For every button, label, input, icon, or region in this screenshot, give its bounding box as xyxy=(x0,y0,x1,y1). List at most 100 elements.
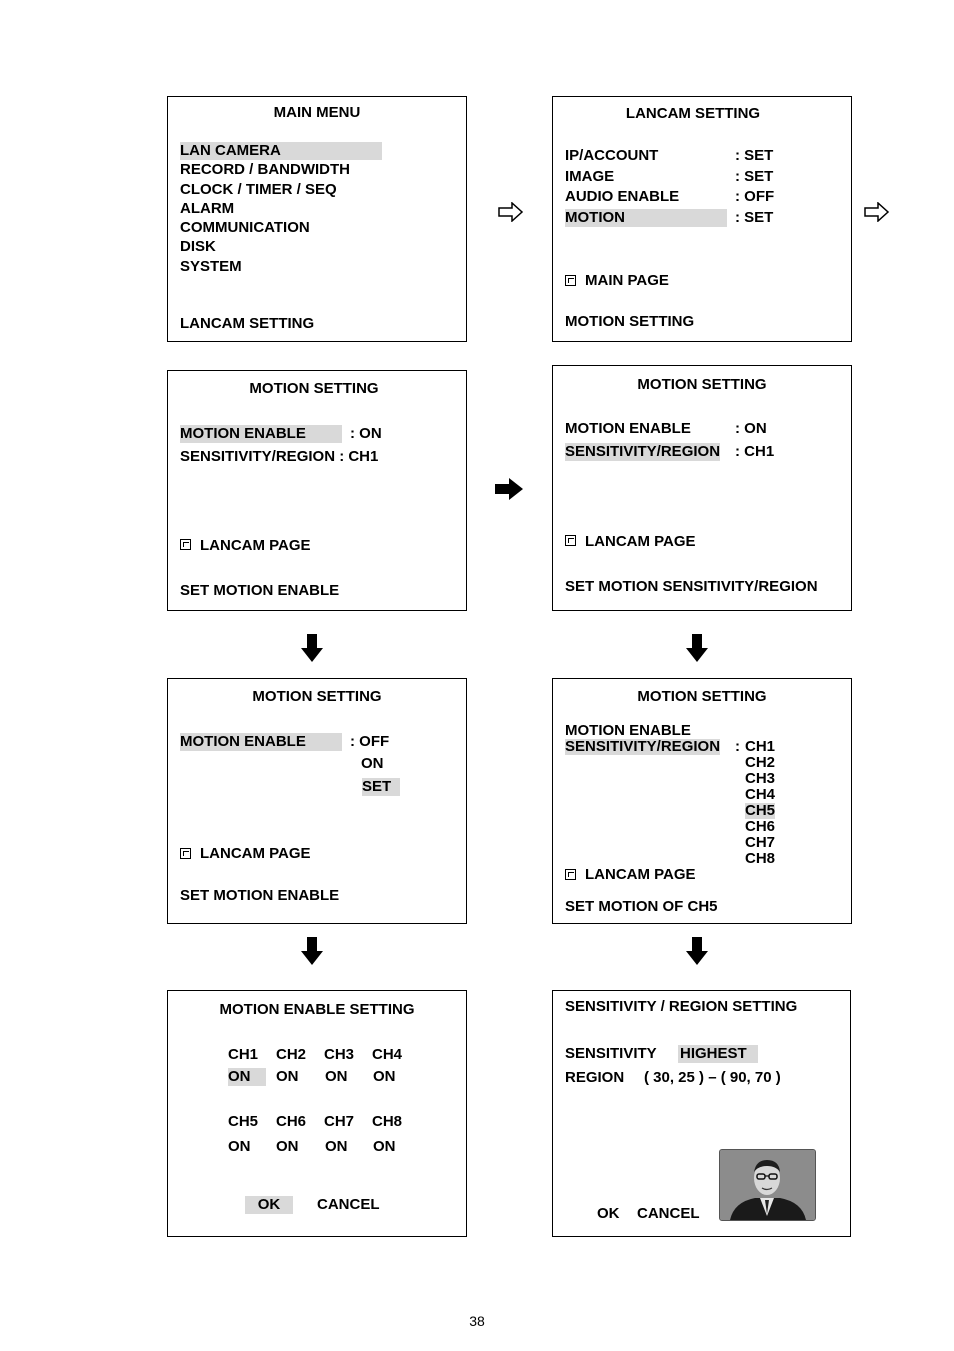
option-set[interactable]: SET xyxy=(362,778,400,796)
nav-lancam-page[interactable]: LANCAM PAGE xyxy=(585,866,696,883)
hollow-arrow-right-icon xyxy=(864,202,890,222)
region-label: REGION xyxy=(565,1069,625,1086)
channel-label-ch5: CH5 xyxy=(228,1113,259,1130)
panel-footer: SET MOTION OF CH5 xyxy=(565,898,718,915)
channel-value-ch3[interactable]: ON xyxy=(325,1068,348,1085)
channel-option-ch2[interactable]: CH2 xyxy=(745,754,776,771)
solid-arrow-down-icon xyxy=(686,937,708,965)
channel-option-ch8[interactable]: CH8 xyxy=(745,850,776,867)
solid-arrow-down-icon xyxy=(301,937,323,965)
solid-arrow-down-icon xyxy=(301,634,323,662)
cancel-button[interactable]: CANCEL xyxy=(317,1196,380,1213)
row-label-motion-enable[interactable]: MOTION ENABLE xyxy=(565,722,691,739)
channel-option-ch1[interactable]: CH1 xyxy=(745,738,776,755)
row-label-sensitivity-region[interactable]: SENSITIVITY/REGION xyxy=(565,738,721,755)
panel-footer: SET MOTION ENABLE xyxy=(180,887,340,904)
panel-title: MOTION SETTING xyxy=(637,688,767,705)
person-portrait-icon xyxy=(720,1150,815,1220)
row-value-motion-enable: : ON xyxy=(735,420,767,437)
return-icon[interactable] xyxy=(565,869,576,880)
channel-value-ch2[interactable]: ON xyxy=(276,1068,299,1085)
return-icon[interactable] xyxy=(180,539,191,550)
row-label-motion-enable[interactable]: MOTION ENABLE xyxy=(180,425,342,443)
row-label-sensitivity-region[interactable]: SENSITIVITY/REGION xyxy=(565,443,721,461)
channel-label-ch4: CH4 xyxy=(372,1046,403,1063)
nav-lancam-page[interactable]: LANCAM PAGE xyxy=(585,533,696,550)
channel-value-ch7[interactable]: ON xyxy=(325,1138,348,1155)
lancam-setting-panel: LANCAM SETTING IP/ACCOUNT : SET IMAGE : … xyxy=(552,96,852,342)
colon-separator: : xyxy=(735,738,740,755)
channel-option-ch6[interactable]: CH6 xyxy=(745,818,776,835)
main-menu-panel: MAIN MENU LAN CAMERA RECORD / BANDWIDTH … xyxy=(167,96,467,342)
row-label-ip-account[interactable]: IP/ACCOUNT xyxy=(565,147,659,164)
option-off[interactable]: : OFF xyxy=(350,733,390,750)
channel-option-ch5[interactable]: CH5 xyxy=(745,802,776,819)
channel-value-ch6[interactable]: ON xyxy=(276,1138,299,1155)
solid-arrow-right-icon xyxy=(495,478,523,500)
region-value[interactable]: ( 30, 25 ) – ( 90, 70 ) xyxy=(644,1069,781,1086)
row-value-image: : SET xyxy=(735,168,774,185)
channel-value-ch8[interactable]: ON xyxy=(373,1138,396,1155)
row-label-image[interactable]: IMAGE xyxy=(565,168,615,185)
panel-title: MOTION ENABLE SETTING xyxy=(219,1001,415,1018)
row-label-motion[interactable]: MOTION xyxy=(565,209,727,227)
channel-value-ch1[interactable]: ON xyxy=(228,1068,266,1086)
camera-preview-image xyxy=(719,1149,816,1221)
sensitivity-region-setting-panel: SENSITIVITY / REGION SETTING SENSITIVITY… xyxy=(552,990,851,1237)
channel-label-ch7: CH7 xyxy=(324,1113,355,1130)
panel-title: MOTION SETTING xyxy=(249,380,379,397)
menu-item-lan-camera[interactable]: LAN CAMERA xyxy=(180,142,382,160)
panel-title: MAIN MENU xyxy=(273,104,361,121)
row-sensitivity-region[interactable]: SENSITIVITY/REGION : CH1 xyxy=(180,448,379,465)
motion-setting-panel-sensitivity: MOTION SETTING MOTION ENABLE : ON SENSIT… xyxy=(552,365,852,611)
sensitivity-label: SENSITIVITY xyxy=(565,1045,657,1062)
menu-item-clock-timer-seq[interactable]: CLOCK / TIMER / SEQ xyxy=(180,181,337,198)
return-icon[interactable] xyxy=(180,848,191,859)
channel-option-ch7[interactable]: CH7 xyxy=(745,834,776,851)
motion-setting-panel-channels: MOTION SETTING MOTION ENABLE SENSITIVITY… xyxy=(552,678,852,924)
channel-option-ch4[interactable]: CH4 xyxy=(745,786,776,803)
row-value-motion: : SET xyxy=(735,209,774,226)
motion-enable-setting-panel: MOTION ENABLE SETTING CH1 CH2 CH3 CH4 ON… xyxy=(167,990,467,1237)
option-on[interactable]: ON xyxy=(361,755,384,772)
row-value-sensitivity-region: : CH1 xyxy=(735,443,775,460)
panel-title: LANCAM SETTING xyxy=(625,105,761,122)
panel-title: MOTION SETTING xyxy=(252,688,382,705)
panel-footer: SET MOTION ENABLE xyxy=(180,582,340,599)
channel-label-ch3: CH3 xyxy=(324,1046,355,1063)
menu-item-system[interactable]: SYSTEM xyxy=(180,258,242,275)
channel-value-ch4[interactable]: ON xyxy=(373,1068,396,1085)
channel-value-ch5[interactable]: ON xyxy=(228,1138,251,1155)
return-icon[interactable] xyxy=(565,275,576,286)
return-icon[interactable] xyxy=(565,535,576,546)
motion-setting-panel-options: MOTION SETTING MOTION ENABLE : OFF ON SE… xyxy=(167,678,467,924)
nav-lancam-page[interactable]: LANCAM PAGE xyxy=(200,537,311,554)
hollow-arrow-right-icon xyxy=(498,202,524,222)
row-label-motion-enable[interactable]: MOTION ENABLE xyxy=(180,733,342,751)
ok-button[interactable]: OK xyxy=(245,1196,293,1214)
row-label-audio-enable[interactable]: AUDIO ENABLE xyxy=(565,188,680,205)
nav-lancam-page[interactable]: LANCAM PAGE xyxy=(200,845,311,862)
motion-setting-panel-enable: MOTION SETTING MOTION ENABLE : ON SENSIT… xyxy=(167,370,467,611)
channel-label-ch2: CH2 xyxy=(276,1046,307,1063)
channel-label-ch6: CH6 xyxy=(276,1113,307,1130)
channel-option-ch3[interactable]: CH3 xyxy=(745,770,776,787)
menu-item-alarm[interactable]: ALARM xyxy=(180,200,235,217)
sensitivity-value[interactable]: HIGHEST xyxy=(678,1045,758,1063)
menu-item-communication[interactable]: COMMUNICATION xyxy=(180,219,310,236)
menu-item-record-bandwidth[interactable]: RECORD / BANDWIDTH xyxy=(180,161,350,178)
nav-main-page[interactable]: MAIN PAGE xyxy=(585,272,669,289)
row-value-audio-enable: : OFF xyxy=(735,188,775,205)
panel-title: MOTION SETTING xyxy=(637,376,767,393)
channel-label-ch1: CH1 xyxy=(228,1046,259,1063)
row-label-motion-enable[interactable]: MOTION ENABLE xyxy=(565,420,691,437)
menu-item-disk[interactable]: DISK xyxy=(180,238,216,255)
row-value-motion-enable: : ON xyxy=(350,425,382,442)
panel-title: SENSITIVITY / REGION SETTING xyxy=(565,998,798,1015)
panel-footer: LANCAM SETTING xyxy=(180,315,315,332)
channel-label-ch8: CH8 xyxy=(372,1113,403,1130)
ok-button[interactable]: OK xyxy=(597,1205,620,1222)
cancel-button[interactable]: CANCEL xyxy=(637,1205,700,1222)
page-number: 38 xyxy=(469,1313,485,1329)
panel-footer: MOTION SETTING xyxy=(565,313,695,330)
